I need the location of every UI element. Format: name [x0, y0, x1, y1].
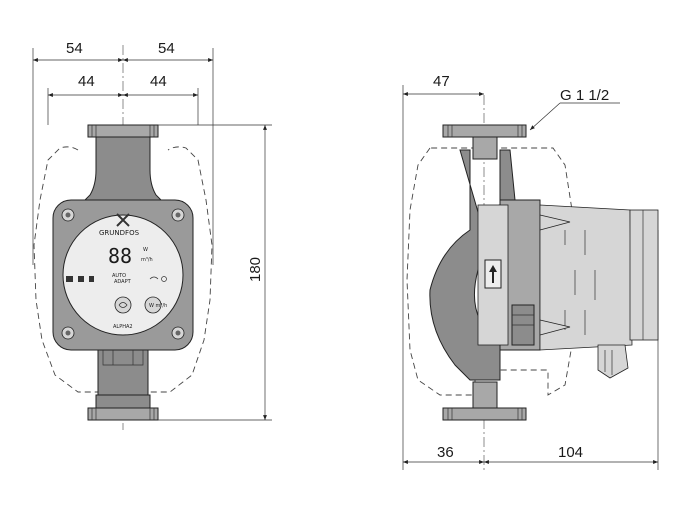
panel-brand: GRUNDFOS [99, 229, 140, 237]
dim-44-right: 44 [150, 73, 167, 90]
dim-54-left: 54 [66, 40, 83, 57]
side-motor-envelope [406, 147, 576, 396]
grundfos-logo-icon [116, 213, 130, 227]
mode-water-icon [89, 276, 94, 282]
panel-digits: 88 [108, 244, 132, 268]
side-view: 47 G 1 1/2 [402, 73, 659, 470]
front-bottom-port [87, 407, 159, 421]
flow-direction-arrow-icon [489, 265, 497, 283]
side-bottom-port [442, 407, 527, 421]
side-motor-endcap [629, 209, 659, 341]
wireless-icon [149, 276, 159, 280]
mode-button-icon [118, 302, 128, 308]
mode-button[interactable] [114, 296, 132, 314]
thread-label: G 1 1/2 [560, 87, 609, 104]
side-cable-plug [597, 344, 629, 379]
side-bottom-nut [472, 381, 498, 409]
front-upper-housing [78, 136, 168, 206]
dim-54-right: 54 [158, 40, 175, 57]
dim-47: 47 [433, 73, 450, 90]
dim-180: 180 [247, 257, 264, 282]
panel-unit-flow: m³/h [141, 257, 153, 263]
side-motor-can [539, 204, 633, 351]
panel-unit-w: W [143, 247, 148, 253]
front-top-port [87, 124, 159, 138]
panel-auto-label: AUTO [112, 273, 126, 279]
front-cable-bracket [102, 350, 144, 366]
info-icon [161, 276, 167, 282]
dim-104: 104 [558, 444, 583, 461]
mode-floor-icon [78, 276, 84, 282]
side-top-port [442, 124, 527, 138]
side-top-nut [472, 136, 498, 160]
panel-adapt-label: ADAPT [114, 279, 132, 285]
front-lower-housing [97, 349, 149, 396]
unit-toggle-button[interactable] [144, 296, 162, 314]
thread-leader [529, 102, 561, 131]
unit-toggle-label: W m³/h [149, 303, 167, 309]
mode-radiator-icon [66, 276, 73, 282]
panel-model: ALPHA2 [113, 324, 133, 330]
dim-44-left: 44 [78, 73, 95, 90]
dim-36: 36 [437, 444, 454, 461]
front-view: 54 54 44 44 180 [32, 40, 272, 430]
